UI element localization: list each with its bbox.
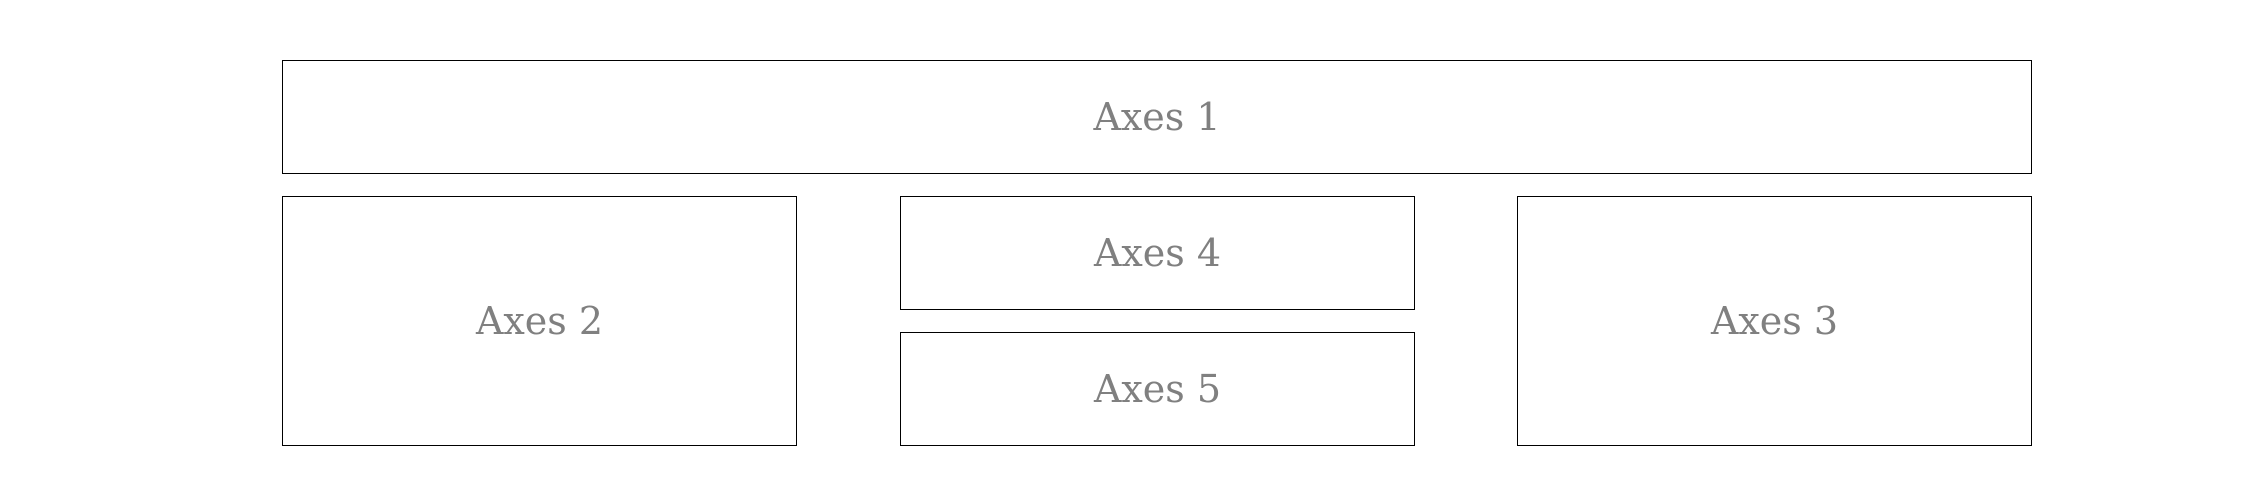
axes-3-label: Axes 3: [1710, 299, 1839, 343]
axes-4-panel: Axes 4: [900, 196, 1415, 310]
axes-1-panel: Axes 1: [282, 60, 2032, 174]
axes-5-panel: Axes 5: [900, 332, 1415, 446]
axes-4-label: Axes 4: [1093, 231, 1222, 275]
axes-2-panel: Axes 2: [282, 196, 797, 446]
axes-1-label: Axes 1: [1093, 95, 1221, 139]
axes-2-label: Axes 2: [475, 299, 604, 343]
axes-5-label: Axes 5: [1093, 367, 1222, 411]
axes-3-panel: Axes 3: [1517, 196, 2032, 446]
